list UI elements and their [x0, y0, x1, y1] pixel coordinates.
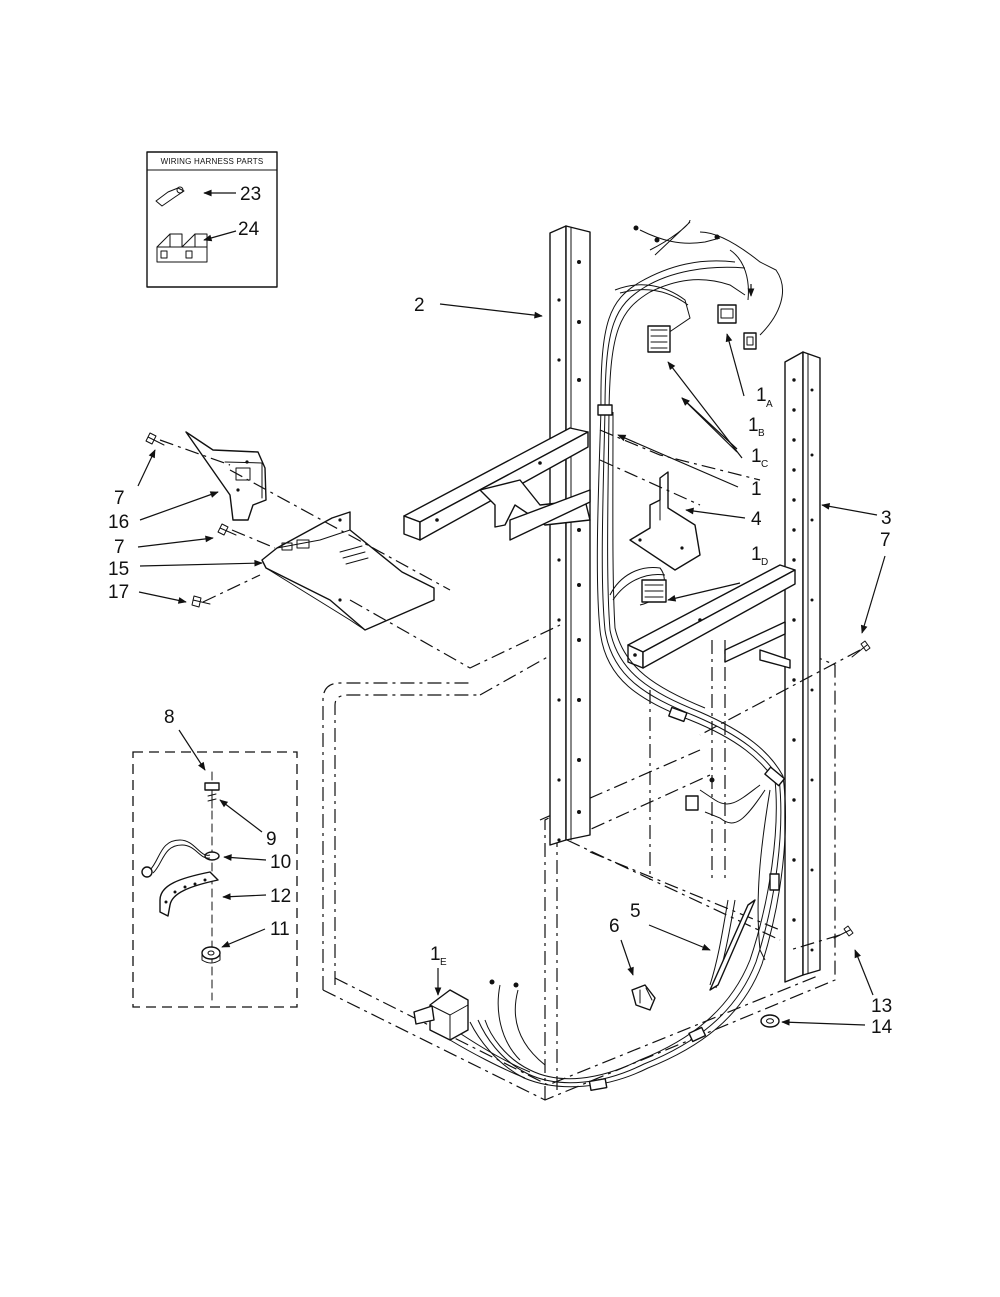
callout-1c-sub: C: [761, 459, 768, 470]
callout-3: 3: [881, 508, 892, 529]
connector-1d: [641, 579, 667, 603]
ground-strap-detail-box: [132, 751, 298, 1008]
callout-9: 9: [266, 829, 277, 850]
control-bracket-part-16: [185, 431, 267, 521]
callout-1e-main: 1: [430, 944, 441, 965]
left-upright-part-2: [549, 225, 591, 846]
callout-8: 8: [164, 707, 175, 728]
inset-title: WIRING HARNESS PARTS: [161, 157, 264, 166]
ground-wire: [141, 839, 211, 878]
connector-1a: [743, 332, 757, 350]
nut-part-11: [201, 946, 221, 964]
callout-1a-sub: A: [766, 399, 773, 410]
right-upright-part-3: [784, 351, 821, 983]
callout-1c-main: 1: [751, 446, 762, 467]
screw-part-13: [833, 925, 854, 939]
screw-part-9: [204, 782, 220, 809]
washer-part-14: [760, 1014, 780, 1028]
connector-part-24: [156, 233, 208, 263]
connector-1c: [647, 325, 671, 353]
callout-10: 10: [270, 852, 291, 873]
screw-part-7-top: [145, 432, 165, 446]
callout-11: 11: [270, 919, 290, 940]
right-upright-holes: [792, 378, 814, 952]
lower-cross-brace: [627, 564, 796, 669]
callout-1d-sub: D: [761, 557, 768, 568]
screw-part-17: [191, 595, 211, 608]
screw-part-7-right: [851, 640, 871, 658]
callout-arrows: [137, 284, 886, 1026]
tube-part-5: [709, 899, 756, 991]
bracket-part-4: [629, 471, 701, 571]
callout-labels: 2 3 1 4 7 1 A 1 B 1 C 1 D 1 E 7 16 7 15 …: [108, 295, 893, 1038]
callout-5: 5: [630, 901, 641, 922]
callout-1d-main: 1: [751, 544, 762, 565]
callout-1b-main: 1: [748, 415, 759, 436]
callout-7-mid: 7: [114, 537, 125, 558]
callout-23: 23: [240, 184, 261, 205]
upper-cross-brace: [403, 427, 591, 541]
wire-harness-part-1: [449, 219, 786, 1092]
callout-1b-sub: B: [758, 428, 765, 439]
connector-1b: [717, 304, 737, 324]
screw-part-7-mid: [217, 523, 237, 536]
connector-small-mid: [685, 795, 699, 811]
callout-6: 6: [609, 916, 620, 937]
callout-17: 17: [108, 582, 129, 603]
strap-part-12: [159, 871, 219, 917]
callout-2: 2: [414, 295, 425, 316]
callout-24: 24: [238, 219, 260, 240]
clip-part-6: [631, 984, 656, 1011]
callout-13: 13: [871, 996, 892, 1017]
connector-1e: [413, 989, 469, 1041]
wiring-harness-parts-inset: WIRING HARNESS PARTS 23 24: [146, 151, 278, 288]
callout-1a-main: 1: [756, 385, 767, 406]
callout-1: 1: [751, 479, 762, 500]
callout-12: 12: [270, 886, 291, 907]
callout-7-top: 7: [114, 488, 125, 509]
control-bracket-part-15: [261, 511, 435, 631]
callout-1e-sub: E: [440, 957, 447, 968]
callout-16: 16: [108, 512, 129, 533]
callout-15: 15: [108, 559, 129, 580]
callout-7-right: 7: [880, 530, 891, 551]
terminal-part-23: [155, 186, 185, 207]
lock-washer-part-10: [204, 851, 220, 861]
callout-14: 14: [871, 1017, 893, 1038]
callout-4: 4: [751, 509, 762, 530]
